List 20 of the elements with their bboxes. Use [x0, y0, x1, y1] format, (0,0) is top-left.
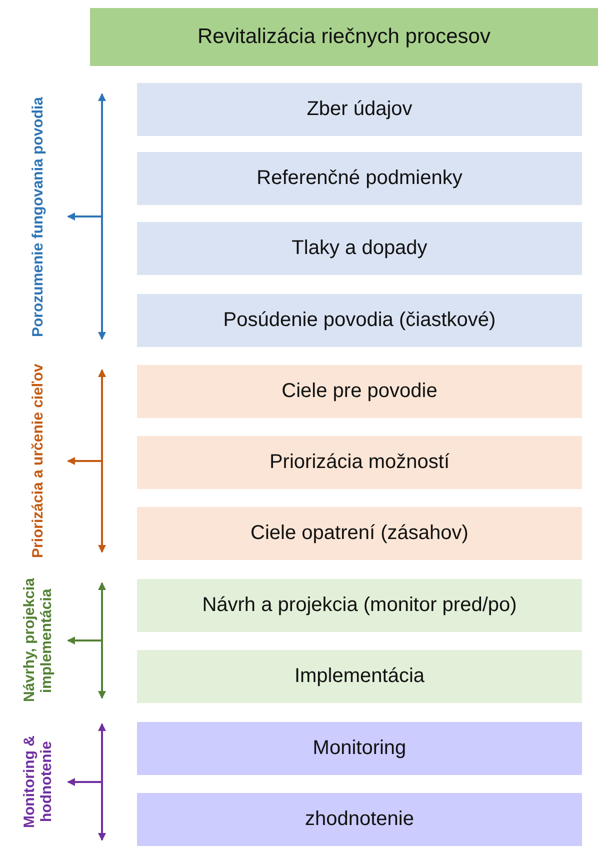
- step-box: Posúdenie povodia (čiastkové): [137, 294, 582, 347]
- step-box: Návrh a projekcia (monitor pred/po): [137, 579, 582, 632]
- arrow: [67, 212, 102, 220]
- step-box: Zber údajov: [137, 83, 582, 136]
- title-banner: Revitalizácia riečnych procesov: [90, 8, 598, 66]
- arrow: [67, 457, 102, 465]
- step-box: Ciele opatrení (zásahov): [137, 507, 582, 560]
- phase-label: Porozumenie fungovania povodia: [8, 86, 68, 347]
- phase-label: Návrhy, projekcia implementácia: [8, 575, 68, 706]
- arrow: [67, 778, 102, 786]
- phase-label: Priorizácia a určenie cieľov: [8, 362, 68, 560]
- step-box: Priorizácia možností: [137, 436, 582, 489]
- step-box: zhodnotenie: [137, 793, 582, 846]
- step-box: Monitoring: [137, 722, 582, 775]
- step-box: Referenčné podmienky: [137, 152, 582, 205]
- step-box: Implementácia: [137, 650, 582, 703]
- step-box: Ciele pre povodie: [137, 365, 582, 418]
- phase-label: Monitoring & hodnotenie: [8, 716, 68, 848]
- step-box: Tlaky a dopady: [137, 222, 582, 275]
- arrow: [67, 636, 102, 644]
